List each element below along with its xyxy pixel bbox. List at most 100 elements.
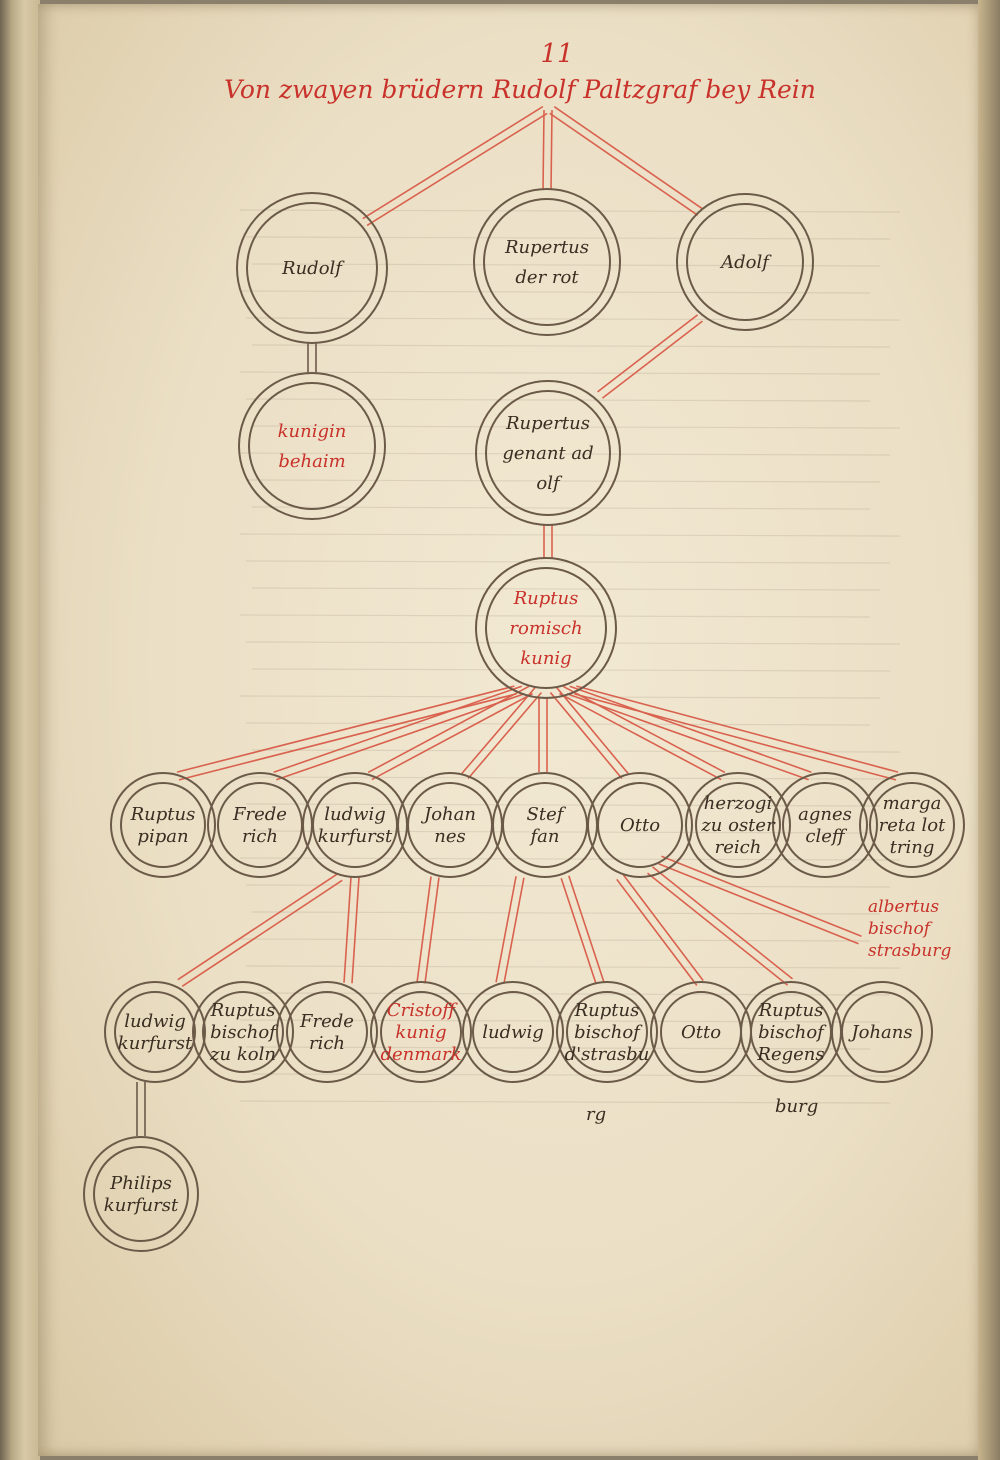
- node-label: ludwig: [124, 1011, 186, 1032]
- node-johannes-2: [831, 981, 933, 1083]
- node-outer-ring: [475, 380, 621, 526]
- node-rupertus-pipan: [110, 772, 216, 878]
- node-outer-ring: [192, 981, 294, 1083]
- bleed-through-line: [245, 479, 881, 483]
- bleed-through-line: [251, 1073, 901, 1077]
- bleed-through-line: [251, 263, 881, 267]
- connector-line: [560, 878, 597, 985]
- node-inner-ring: [841, 991, 923, 1073]
- node-label: herzogi: [704, 793, 772, 814]
- node-label: nes: [434, 826, 465, 847]
- bleed-through-line: [245, 236, 891, 240]
- node-label: Philips: [109, 1173, 172, 1194]
- node-label: Adolf: [719, 252, 772, 273]
- bleed-through-line: [251, 668, 891, 672]
- node-label: reich: [715, 837, 762, 858]
- node-label: rich: [309, 1033, 345, 1054]
- node-label: kurfurst: [318, 826, 393, 847]
- bleed-through-line: [239, 371, 881, 375]
- lineage-connector: [647, 866, 793, 986]
- bleed-through-line: [245, 722, 871, 726]
- connector-line: [467, 692, 542, 780]
- node-label: der rot: [515, 267, 579, 288]
- node-label: Ruptus: [574, 1000, 640, 1021]
- node-outer-ring: [276, 981, 378, 1083]
- connector-line: [362, 105, 544, 220]
- node-inner-ring: [217, 782, 303, 868]
- connector-line: [597, 314, 699, 393]
- node-outer-ring: [238, 372, 386, 520]
- connector-line: [576, 685, 899, 773]
- node-label: Otto: [681, 1022, 721, 1043]
- book-gutter-edge: [0, 0, 40, 1460]
- bleed-through-line: [245, 884, 891, 888]
- connector-line: [550, 110, 553, 191]
- node-steffan: [492, 772, 598, 878]
- bleed-through-line: [239, 1019, 881, 1023]
- node-label: fan: [529, 826, 560, 847]
- node-label: kurfurst: [118, 1033, 193, 1054]
- node-label: genant ad: [502, 443, 593, 464]
- node-outer-ring: [83, 1136, 199, 1252]
- bleed-through-line: [239, 776, 891, 780]
- connector-line: [555, 686, 629, 774]
- lineage-connector: [416, 876, 440, 984]
- node-label-continuation: burg: [775, 1096, 818, 1117]
- node-philips: [83, 1136, 199, 1252]
- connector-line: [177, 872, 339, 981]
- node-label: bischof: [758, 1022, 827, 1043]
- lineage-connector: [307, 343, 317, 373]
- node-label: zu koln: [209, 1044, 276, 1065]
- node-outer-ring: [462, 981, 564, 1083]
- lineage-connector: [136, 1082, 146, 1136]
- node-label: olf: [536, 473, 563, 494]
- node-outer-ring: [104, 981, 206, 1083]
- bleed-through-line: [251, 506, 871, 510]
- node-outer-ring: [859, 772, 965, 878]
- bleed-through-line: [239, 209, 901, 213]
- bleed-through-line: [239, 290, 871, 294]
- node-label: marga: [883, 793, 942, 814]
- connector-line: [351, 877, 360, 984]
- node-inner-ring: [312, 782, 398, 868]
- lineage-connector: [362, 105, 548, 227]
- node-herzogin: [685, 772, 791, 878]
- node-ludwig-kurfurst-1: [302, 772, 408, 878]
- node-label: Ruptus: [210, 1000, 276, 1021]
- connector-line: [542, 109, 545, 190]
- bleed-through-line: [245, 641, 901, 645]
- node-outer-ring: [397, 772, 503, 878]
- node-ludwig-kurfurst-2: [104, 981, 206, 1083]
- node-label: ludwig: [482, 1022, 544, 1043]
- node-label: pipan: [137, 826, 188, 847]
- node-agnes: [772, 772, 878, 878]
- bleed-through-line: [251, 830, 871, 834]
- bleed-through-line: [239, 1100, 891, 1104]
- node-label: Frede: [232, 804, 287, 825]
- connector-line: [503, 877, 525, 984]
- connector-line: [622, 874, 704, 982]
- lineage-connector: [495, 876, 525, 984]
- node-inner-ring: [686, 203, 804, 321]
- node-label: Rudolf: [281, 258, 345, 279]
- node-label: Ruptus: [513, 588, 579, 609]
- connector-line: [559, 692, 722, 781]
- node-label: Ruptus: [758, 1000, 824, 1021]
- node-ludwig-2: [462, 981, 564, 1083]
- node-inner-ring: [407, 782, 493, 868]
- node-inner-ring: [869, 782, 955, 868]
- node-inner-ring: [120, 782, 206, 868]
- node-friderich-2: [276, 981, 378, 1083]
- bleed-through-line: [251, 749, 901, 753]
- node-outer-ring: [475, 557, 617, 699]
- node-inner-ring: [380, 991, 462, 1073]
- node-inner-ring: [695, 782, 781, 868]
- lineage-connector: [367, 685, 533, 781]
- node-inner-ring: [202, 991, 284, 1073]
- node-label: Rupertus: [504, 237, 589, 258]
- page-heading: Von zwayen brüdern Rudolf Paltzgraf bey …: [224, 75, 816, 104]
- node-rupertus-strasburg: [556, 981, 658, 1083]
- node-label: bischof: [210, 1022, 279, 1043]
